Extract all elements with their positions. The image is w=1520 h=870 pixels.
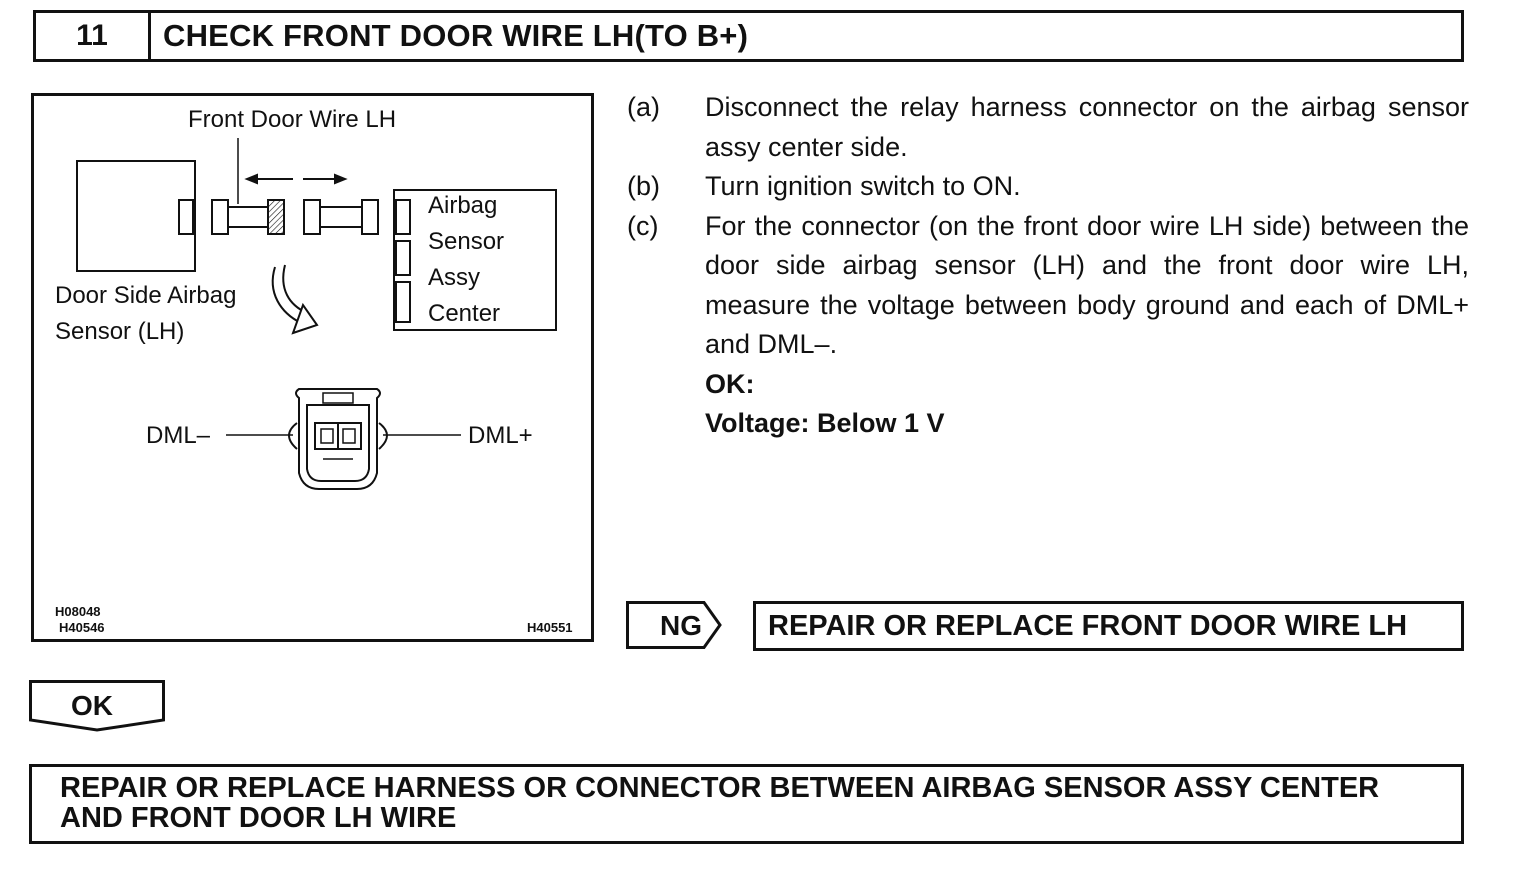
wire-segment-left [227,206,269,228]
sensor-connector [178,199,194,235]
ok-action-line-1: REPAIR OR REPLACE HARNESS OR CONNECTOR B… [60,772,1380,804]
step-c-text: For the connector (on the front door wir… [705,210,1469,360]
wire-connector-hatched [267,199,285,235]
step-header: 11 CHECK FRONT DOOR WIRE LH(TO B+) [33,10,1464,62]
relay-segment [319,206,363,228]
label-center-line-3: Assy [428,264,480,291]
figure-code-3: H40551 [527,620,573,635]
relay-connector-left [303,199,321,235]
label-center-line-4: Center [428,300,500,327]
center-connector-1 [395,199,411,235]
label-dml-plus: DML+ [468,422,533,449]
relay-connector-right [361,199,379,235]
door-side-sensor-block [76,160,196,272]
center-connector-2 [395,240,411,276]
ok-spec: OK: Voltage: Below 1 V [705,365,1469,444]
label-door-side-line-1: Door Side Airbag [55,282,236,309]
label-center-line-2: Sensor [428,228,504,255]
step-b-text: Turn ignition switch to ON. [705,171,1021,201]
figure-code-1: H08048 [55,604,101,619]
center-connector-3 [395,281,411,323]
label-dml-minus: DML– [146,422,211,449]
disconnect-arrow-left [244,173,293,185]
ok-value: Voltage: Below 1 V [705,408,945,438]
ok-label: OK [71,690,113,721]
procedure-steps: (a) Disconnect the relay harness connect… [627,88,1469,444]
connector-view-arrow-icon [271,264,319,335]
step-b: (b) Turn ignition switch to ON. [627,167,1469,207]
connector-face-icon [226,388,461,490]
step-number: 11 [36,13,151,59]
ok-action-line-2: AND FRONT DOOR LH WIRE [60,802,457,834]
figure-frame [31,93,594,642]
ng-arrow-box: NG [626,601,722,649]
ng-label: NG [660,610,702,641]
step-title: CHECK FRONT DOOR WIRE LH(TO B+) [163,18,749,53]
center-sensor-block [393,189,557,331]
step-a-label: (a) [627,92,660,122]
label-front-door-wire: Front Door Wire LH [188,106,396,133]
wire-connector-left [211,199,229,235]
ok-heading: OK: [705,368,755,399]
step-a-text: Disconnect the relay harness connector o… [705,92,1469,162]
label-door-side-line-2: Sensor (LH) [55,318,184,345]
step-a: (a) Disconnect the relay harness connect… [627,88,1469,167]
ok-arrow-box: OK [29,680,165,732]
figure-code-2: H40546 [59,620,105,635]
step-c: (c) For the connector (on the front door… [627,207,1469,365]
step-b-label: (b) [627,171,660,201]
ng-action-box: REPAIR OR REPLACE FRONT DOOR WIRE LH [753,601,1464,651]
label-center-line-1: Airbag [428,192,497,219]
ng-action-text: REPAIR OR REPLACE FRONT DOOR WIRE LH [768,609,1408,642]
wiring-diagram: Front Door Wire LH Door Side Airbag Sens… [31,93,594,642]
disconnect-arrow-right [303,173,348,185]
step-c-label: (c) [627,210,659,241]
ok-action-box: REPAIR OR REPLACE HARNESS OR CONNECTOR B… [29,764,1464,844]
